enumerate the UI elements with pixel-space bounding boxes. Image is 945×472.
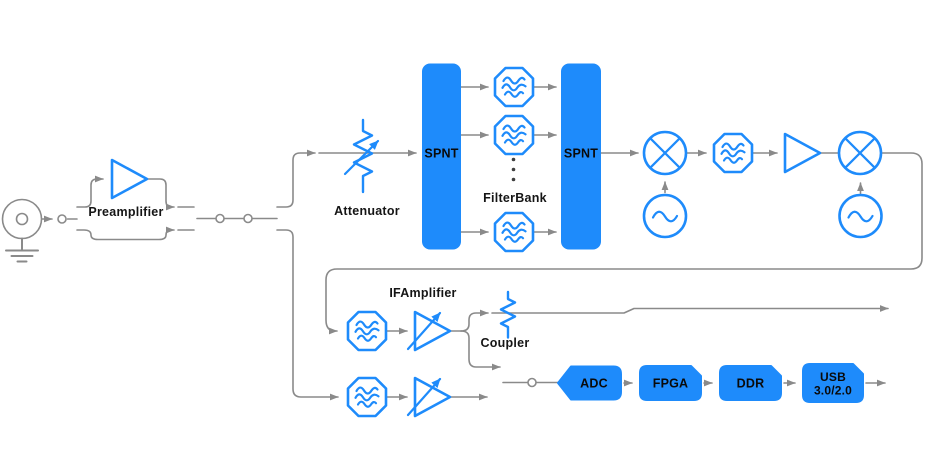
fpga-block: FPGA (639, 365, 702, 401)
coupler-icon (499, 290, 517, 339)
filter-icon (493, 211, 535, 253)
mixer-icon (837, 130, 883, 176)
usb-label-line2: 3.0/2.0 (814, 384, 852, 398)
filter-bank: FilterBank (483, 66, 547, 253)
coupler-label: Coupler (481, 336, 530, 350)
filter-bank-label: FilterBank (483, 191, 547, 205)
switch-contact-icon (57, 214, 67, 224)
attenuator-section: Attenuator (334, 118, 400, 218)
preamplifier-label: Preamplifier (88, 205, 163, 219)
spnt-switch-2-label: SPNT (564, 147, 598, 161)
usb-label-line1: USB (820, 370, 846, 384)
amplifier-icon (110, 158, 149, 200)
filter-icon (712, 132, 754, 174)
filter-icon (493, 66, 535, 108)
rf-input-connector (1, 198, 43, 263)
variable-amplifier-icon (408, 378, 450, 416)
amplifier-icon (783, 132, 822, 174)
oscillator-icon (838, 193, 883, 239)
attenuator-label: Attenuator (334, 204, 400, 218)
usb-block: USB 3.0/2.0 (802, 363, 864, 403)
filter-icon (493, 114, 535, 156)
if-amplifier-section: IFAmplifier (346, 286, 456, 352)
if-amplifier-label: IFAmplifier (389, 286, 456, 300)
oscillator-icon (642, 193, 688, 239)
signal-wires (40, 83, 923, 401)
switch-contact-icon (527, 377, 537, 388)
adc-block: ADC (557, 365, 622, 401)
mixer-icon (642, 130, 688, 176)
ddr-block: DDR (719, 365, 782, 401)
filter-icon (346, 376, 388, 418)
variable-amplifier-icon (408, 312, 450, 350)
spnt-switch-1-label: SPNT (424, 147, 458, 161)
ellipsis-dots-icon (511, 157, 516, 182)
fpga-label: FPGA (653, 377, 689, 391)
switch-contact-icon (215, 213, 225, 224)
coupler-section: Coupler (481, 290, 530, 350)
filter-icon (346, 310, 388, 352)
switch-contact-icon (243, 213, 253, 224)
spnt-switch-1: SPNT (422, 63, 461, 250)
ground-icon (5, 237, 39, 263)
spnt-switch-2: SPNT (561, 63, 601, 250)
attenuator-icon (343, 118, 380, 194)
preamplifier-section: Preamplifier (88, 158, 163, 219)
ddr-label: DDR (737, 377, 765, 391)
adc-label: ADC (580, 377, 608, 391)
